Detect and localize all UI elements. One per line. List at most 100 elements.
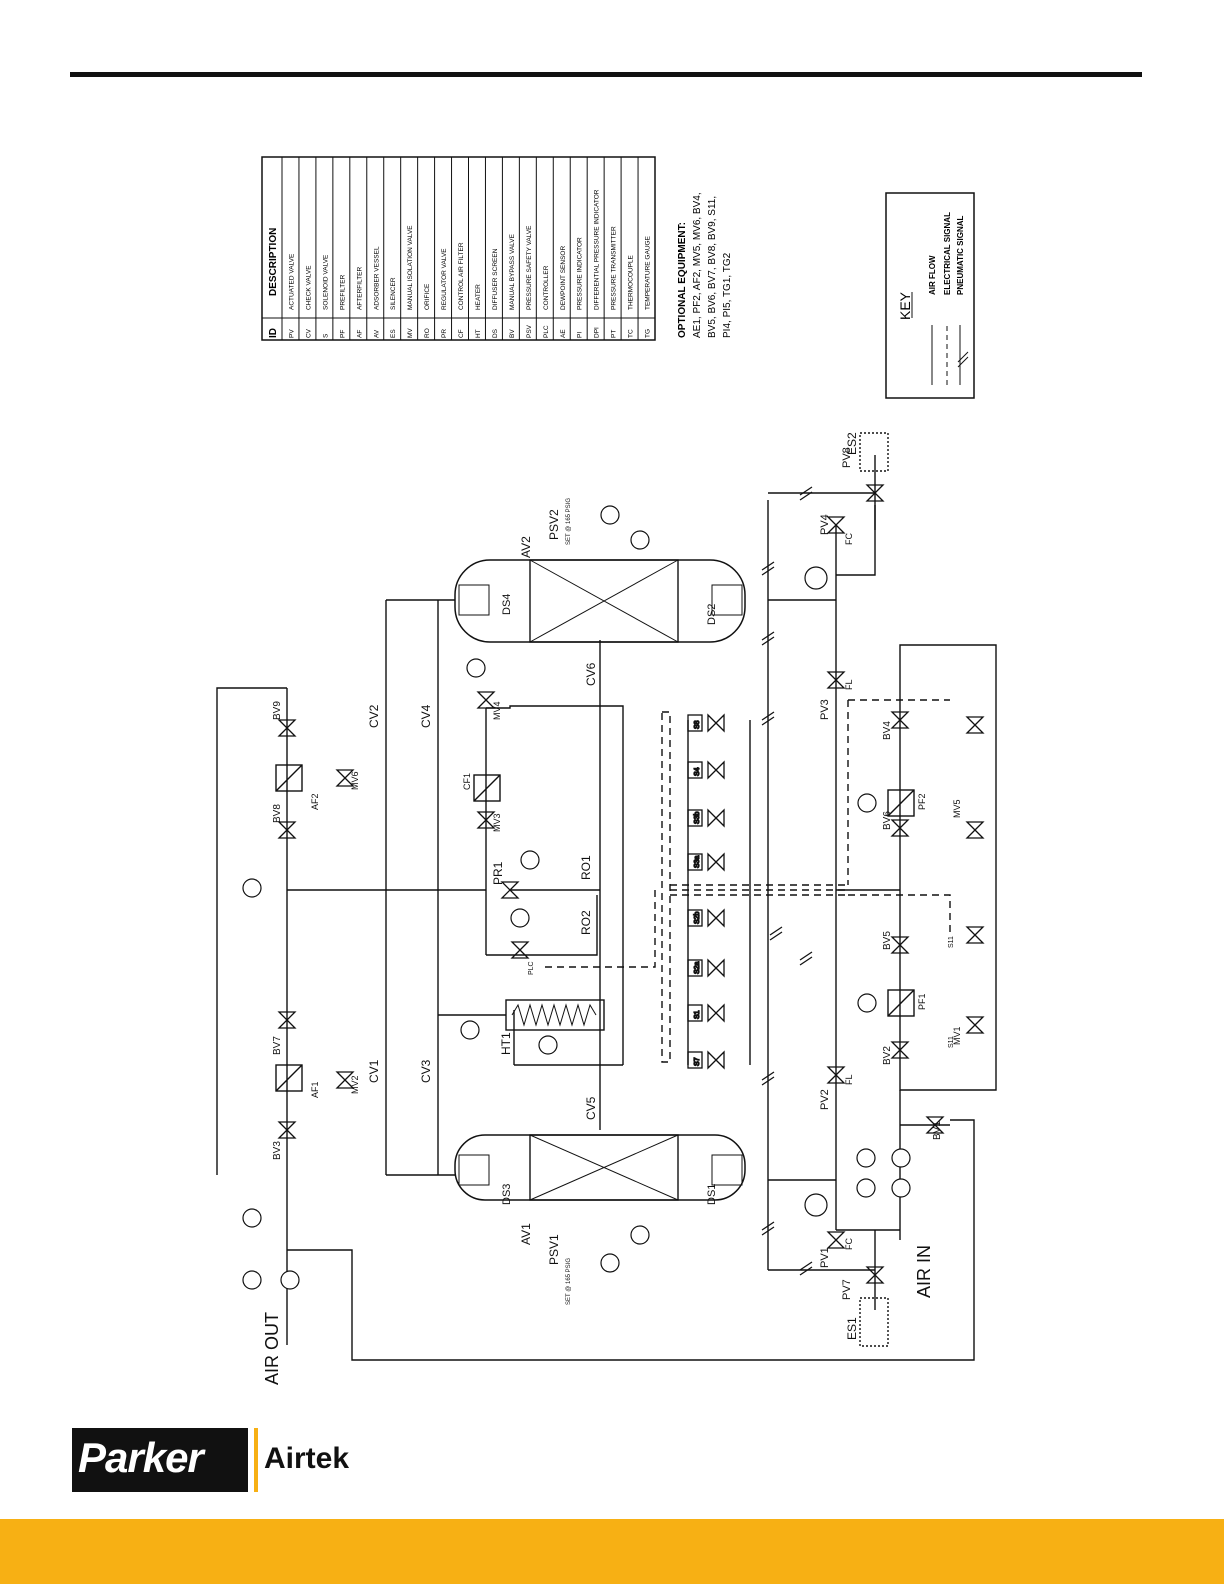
air-in-label: AIR IN	[914, 1245, 934, 1298]
filter-label: CF1	[462, 773, 472, 790]
process-lines	[216, 455, 997, 1361]
legend-row-id: AV	[373, 329, 380, 338]
solenoid-label: S2b	[694, 911, 701, 924]
solenoid-valve-body	[707, 713, 725, 733]
bypass-valve-label: BV2	[882, 1046, 893, 1065]
valve-symbol	[500, 881, 520, 899]
valve-symbol	[277, 719, 297, 737]
fail-code-fc: FC	[844, 1238, 854, 1250]
adsorber-vessel-av2	[454, 559, 746, 643]
check-valve-label: CV3	[419, 1059, 433, 1083]
check-valve-label: CV6	[584, 662, 598, 686]
valve-symbol	[826, 516, 846, 534]
bypass-valve-label: BV1	[932, 1121, 943, 1140]
valve-symbol	[476, 691, 496, 709]
key-item-label: PNEUMATIC SIGNAL	[956, 215, 965, 295]
legend-row-desc: DEWPOINT SENSOR	[560, 246, 567, 310]
key-item-label: AIR FLOW	[928, 255, 937, 295]
optional-equipment-line: BV5, BV6, BV7, BV8, BV9, S11,	[707, 196, 718, 338]
parker-airtek-logo: Parker Airtek	[72, 1428, 349, 1492]
orifice-ro1-label: RO1	[579, 855, 593, 880]
footer-band	[0, 1519, 1224, 1584]
legend-row-id: MV	[407, 328, 414, 338]
filter-label: AF2	[310, 793, 320, 810]
legend-row-id: PI	[577, 332, 584, 338]
optional-equipment: OPTIONAL EQUIPMENT:AE1, PF2, AF2, MV5, M…	[677, 192, 733, 338]
valve-symbol	[865, 484, 885, 502]
valve-symbol	[890, 711, 910, 729]
solenoid-valve-body	[707, 760, 725, 780]
screen-ds3-label: DS3	[501, 1184, 513, 1205]
valve-symbol	[965, 1016, 985, 1034]
orifice-ro2-label: RO2	[579, 910, 593, 935]
legend-row-desc: CHECK VALVE	[305, 265, 312, 310]
legend-row-id: HT	[475, 329, 482, 338]
legend-row-id: PV	[288, 329, 295, 338]
solenoid-box	[687, 761, 703, 779]
filters	[275, 764, 915, 1092]
filter-label: AF1	[310, 1081, 320, 1098]
legend-row-desc: MANUAL ISOLATION VALVE	[407, 225, 414, 310]
fail-code-fl: FL	[844, 1074, 854, 1085]
solenoid-box	[687, 1004, 703, 1022]
bypass-valve-label: BV7	[272, 1036, 283, 1055]
optional-equipment-line: AE1, PF2, AF2, MV5, MV6, BV4,	[692, 192, 703, 338]
legend-row-desc: REGULATOR VALVE	[441, 248, 448, 310]
top-rule	[70, 72, 1142, 77]
solenoid-valve-body	[707, 808, 725, 828]
actuated-valve-label: PV2	[819, 1089, 831, 1110]
filter-label: PF2	[917, 793, 927, 810]
solenoid-box	[687, 853, 703, 871]
legend-row-desc: PRESSURE SAFETY VALVE	[526, 225, 533, 310]
bypass-valve-label: BV9	[272, 701, 283, 720]
legend-row-id: CF	[458, 329, 465, 338]
legend-row-id: ES	[390, 329, 397, 338]
silencers	[859, 432, 889, 1347]
legend-row-id: RO	[424, 328, 431, 338]
legend-header-id: ID	[268, 328, 279, 338]
silencer-es2-label: ES2	[845, 432, 859, 455]
electrical-signals	[540, 699, 951, 1063]
optional-equipment-line: PI4, PI5, TG1, TG2	[722, 252, 733, 338]
legend-row-desc: MANUAL BYPASS VALVE	[509, 233, 516, 310]
valve-symbol	[865, 1266, 885, 1284]
solenoid-valve-body	[707, 908, 725, 928]
legend-row-id: DS	[492, 328, 499, 338]
psv1-label: PSV1	[547, 1234, 561, 1265]
check-valve-label: CV4	[419, 704, 433, 728]
legend-row-id: PSV	[526, 324, 533, 338]
logo-parker-text: Parker	[78, 1434, 204, 1481]
legend-row-id: PLC	[543, 325, 550, 338]
solenoid-label: S3a	[694, 855, 701, 868]
legend-row-desc: THERMOCOUPLE	[628, 254, 635, 310]
valve-symbol	[965, 926, 985, 944]
legend-row-desc: SOLENOID VALVE	[322, 254, 329, 310]
legend-row-id: TC	[628, 329, 635, 338]
psv2-label: PSV2	[547, 509, 561, 540]
valve-symbol	[277, 1121, 297, 1139]
valve-symbol	[890, 1041, 910, 1059]
bypass-valve-label: BV6	[882, 811, 893, 830]
solenoid-label: S7	[694, 1057, 701, 1066]
legend-row-desc: SILENCER	[390, 277, 397, 310]
logo-airtek-text: Airtek	[264, 1442, 350, 1475]
legend-row-id: AE	[560, 329, 567, 338]
valve-symbol	[826, 671, 846, 689]
manual-valve-label: MV6	[350, 771, 360, 790]
solenoid-s11-label: S11	[948, 936, 955, 948]
solenoid-box	[687, 809, 703, 827]
legend-row-id: DPI	[594, 327, 601, 338]
solenoid-box	[687, 909, 703, 927]
check-valve-label: CV2	[367, 704, 381, 728]
filter-label: PF1	[917, 993, 927, 1010]
bypass-valve-label: BV8	[272, 804, 283, 823]
solenoid-label: S3b	[694, 811, 701, 824]
legend-row-id: S	[322, 333, 329, 338]
valve-symbol	[965, 821, 985, 839]
legend-row-desc: DIFFERENTIAL PRESSURE INDICATOR	[594, 189, 601, 310]
heater-label: HT1	[499, 1032, 513, 1055]
legend-row-desc: CONTROL AIR FILTER	[458, 242, 465, 310]
